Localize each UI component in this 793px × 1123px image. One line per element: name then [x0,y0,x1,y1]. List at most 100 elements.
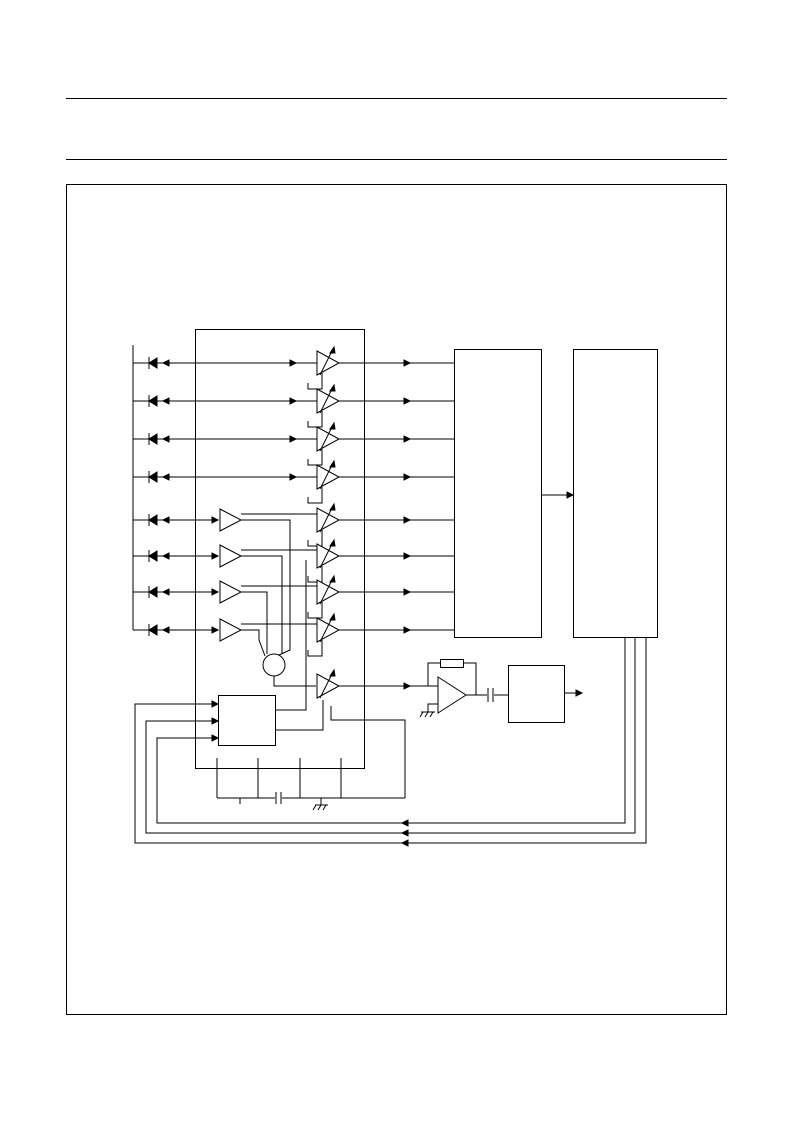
buffer-amp-2 [219,544,243,568]
vga-output-arrow-2 [403,397,412,405]
ground-hatch-1 [312,804,317,811]
signal-processor-block [454,349,542,638]
vga-6 [316,543,341,569]
diode-arrow-in-2 [161,397,170,405]
processor-link-arrow [566,491,575,499]
photodiode-6 [148,550,158,562]
buffer-amp-4 [219,618,243,642]
diode-arrow-in-8 [161,626,170,634]
diode-arrow-out-7 [211,588,220,596]
diode-arrow-out-3 [289,435,298,443]
vga-output-arrow [403,682,412,690]
feedback-loop-middle [145,638,636,834]
diode-arrow-out-8 [211,626,220,634]
header-rule-top [66,98,727,99]
ground-hatch-3 [322,804,327,811]
vga-1 [316,350,341,376]
vga-4 [316,464,341,490]
vga-output-arrow-3 [403,435,412,443]
diode-arrow-out-6 [211,552,220,560]
buffer-to-sum-wire-2 [241,555,283,654]
control-gain-line-1 [276,560,307,711]
arrow-loop-2 [400,829,409,837]
vga-gain-arrowhead-4 [329,459,336,468]
buffer-amp-1 [219,508,243,532]
photodiode-1 [148,357,158,369]
vga-gain-arrowhead-8 [329,612,336,621]
control-logic-block [218,695,276,746]
photodiode-4 [148,471,158,483]
summing-node [262,653,286,677]
vga-gain-arrowhead-2 [329,383,336,392]
diode-arrow-out-5 [211,516,220,524]
vga-gain-arrowhead-9 [329,668,336,677]
feedback-resistor [440,659,464,668]
opamp-feedback-left [427,662,440,686]
buffer-to-sum-wire-3 [241,591,268,654]
diode-arrow-in-6 [161,552,170,560]
control-gain-line-2 [276,700,324,731]
vga-gain-arrowhead-1 [329,345,336,354]
vga-gain-arrowhead-3 [329,421,336,430]
opamp-ground-hatch-2 [424,711,429,718]
vga-output-arrow-4 [403,473,412,481]
diode-arrow-in-1 [161,359,170,367]
vga-control-tap-6 [307,566,323,583]
vga-7 [316,579,341,605]
photodiode-5 [148,514,158,526]
buffer-to-sum-wire-4 [241,629,266,657]
ic-package-outline [195,329,365,769]
arrow-control-in-1 [211,700,220,708]
vga-gain-arrowhead-5 [329,502,336,511]
vga-output-arrow-7 [403,588,412,596]
feedback-loop-outer [134,638,647,844]
opamp-ground-wire [427,703,438,712]
opamp-feedback-right [464,662,477,695]
final-output-arrow [575,689,584,697]
vga-output-arrow-8 [403,626,412,634]
photodiode-3 [148,433,158,445]
vga-control-tap-1 [307,373,323,390]
vga-gain-arrowhead-7 [329,574,336,583]
amp-feedback-wire [330,706,406,798]
buffer-amp-3 [219,580,243,604]
vga-2 [316,388,341,414]
vga-gain-arrowhead-6 [329,538,336,547]
diode-arrow-in-5 [161,516,170,524]
opamp-ground-hatch-1 [419,711,424,718]
vga-control-tap-2 [307,411,323,428]
header-rule-bottom [66,159,727,160]
diode-arrow-in-7 [161,588,170,596]
buffer-to-sum-wire-1 [241,519,291,656]
sum-to-amp-wire [273,676,316,687]
photodiode-7 [148,586,158,598]
vga-output-arrow-6 [403,552,412,560]
vga-control-tap-7 [307,602,323,619]
ground-hatch-2 [317,804,322,811]
input-buffers [219,508,243,642]
diode-arrow-in-3 [161,435,170,443]
photodiode-8 [148,624,158,636]
output-opamp [437,676,467,714]
photodiode-2 [148,395,158,407]
vga-control-tap-5 [307,530,323,547]
diode-arrow-out-4 [289,473,298,481]
feedback-loop-inner [156,638,626,824]
vga-control-tap-4 [307,487,323,504]
arrow-loop-3 [400,839,409,847]
opamp-ground-hatch-3 [429,711,434,718]
figure-frame [66,184,727,1015]
vga-8 [316,617,341,643]
diode-arrow-out-1 [289,359,298,367]
controller-block [573,349,658,638]
diode-arrow-out-2 [289,397,298,405]
arrow-control-in-2 [211,717,220,725]
vga-output-arrow-5 [403,516,412,524]
vga-5 [316,507,341,533]
vga-3 [316,426,341,452]
vga-9 [316,673,341,699]
vga-output-arrow-1 [403,359,412,367]
vga-control-tap-8 [307,640,323,657]
arrow-control-in-3 [211,734,220,742]
